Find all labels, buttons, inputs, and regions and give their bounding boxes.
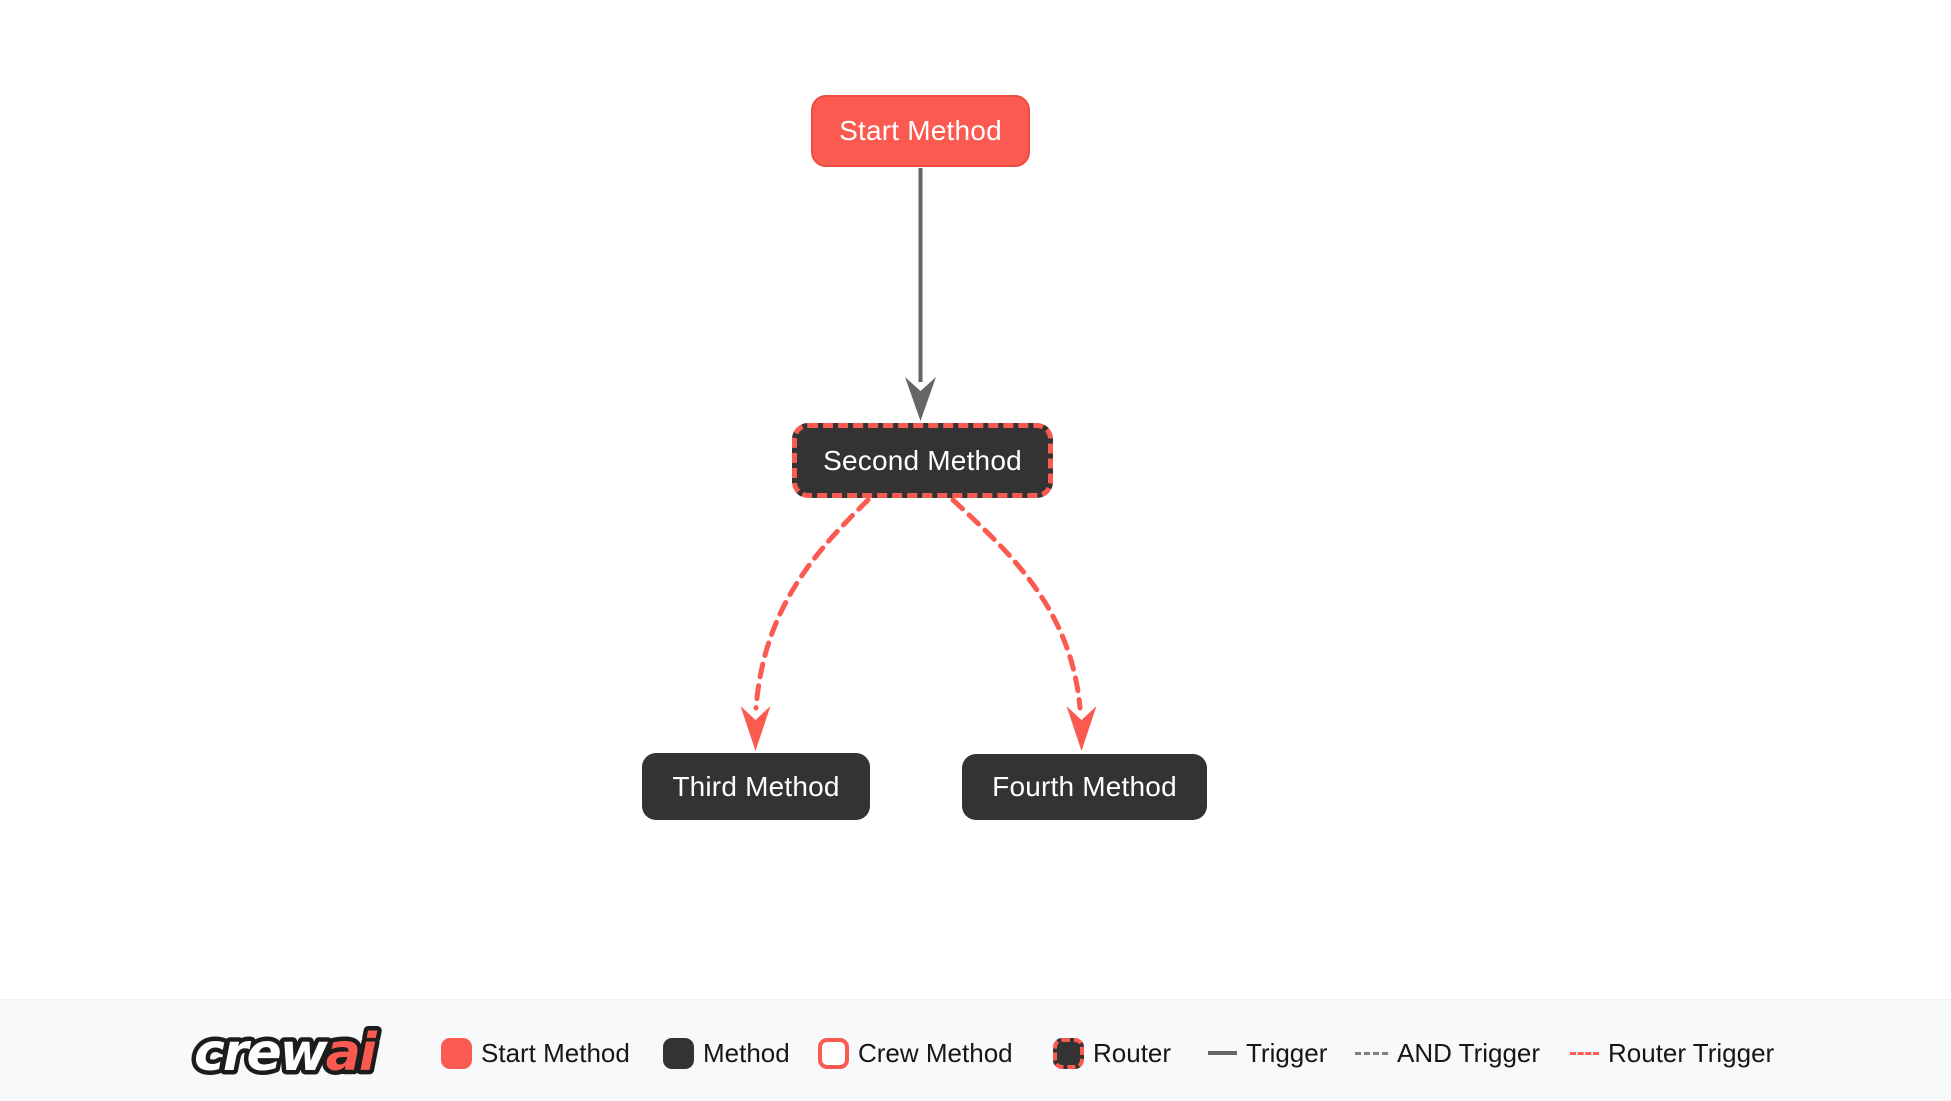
crewai-logo-ai-text: ai (326, 1023, 378, 1083)
router-trigger-line-swatch (1570, 1051, 1599, 1055)
edge-trigger-arrowhead (905, 377, 936, 421)
legend-label-method: Method (703, 1037, 790, 1068)
crewai-logo: crewai (190, 1019, 385, 1088)
node-fourth-method-label: Fourth Method (992, 771, 1177, 802)
start-method-swatch (441, 1037, 472, 1069)
edge-router-trigger-second-to-third (753, 497, 871, 711)
edge-router-trigger-second-to-fourth (950, 497, 1083, 711)
legend-item-router-trigger: Router Trigger (1570, 1036, 1774, 1070)
legend-label-crew-method: Crew Method (858, 1037, 1013, 1068)
crew-method-swatch (818, 1037, 849, 1069)
router-swatch (1053, 1037, 1084, 1069)
legend-item-crew-method: Crew Method (818, 1036, 1013, 1070)
legend-item-router: Router (1053, 1036, 1171, 1070)
and-trigger-line-swatch (1355, 1051, 1388, 1055)
legend-item-and-trigger: AND Trigger (1355, 1036, 1540, 1070)
node-start-method[interactable]: Start Method (811, 95, 1030, 167)
legend-item-method: Method (663, 1036, 790, 1070)
edge-router-trigger-right-arrowhead (1066, 706, 1097, 751)
legend-label-router: Router (1093, 1037, 1172, 1068)
legend-label-router-trigger: Router Trigger (1608, 1037, 1775, 1068)
legend-item-start-method: Start Method (441, 1036, 630, 1070)
method-swatch (663, 1037, 694, 1069)
node-fourth-method[interactable]: Fourth Method (962, 754, 1207, 820)
legend-label-and-trigger: AND Trigger (1397, 1037, 1541, 1068)
trigger-line-swatch (1208, 1051, 1237, 1055)
crewai-logo-crew-text: crew (194, 1023, 329, 1083)
node-third-method[interactable]: Third Method (642, 753, 870, 820)
node-second-method-label: Second Method (823, 444, 1022, 476)
svg-text:crewai: crewai (194, 1023, 378, 1083)
legend-bar: crewai Start Method Method Crew Method R… (0, 999, 1951, 1101)
flow-canvas[interactable]: Start Method Second Method Third Method … (0, 0, 1951, 999)
edge-router-trigger-left-arrowhead (740, 706, 771, 751)
node-start-method-label: Start Method (839, 115, 1002, 146)
legend-label-trigger: Trigger (1246, 1037, 1328, 1068)
legend-item-trigger: Trigger (1208, 1036, 1327, 1070)
node-third-method-label: Third Method (672, 770, 840, 802)
node-second-method-router[interactable]: Second Method (792, 423, 1053, 498)
legend-label-start-method: Start Method (481, 1037, 630, 1068)
